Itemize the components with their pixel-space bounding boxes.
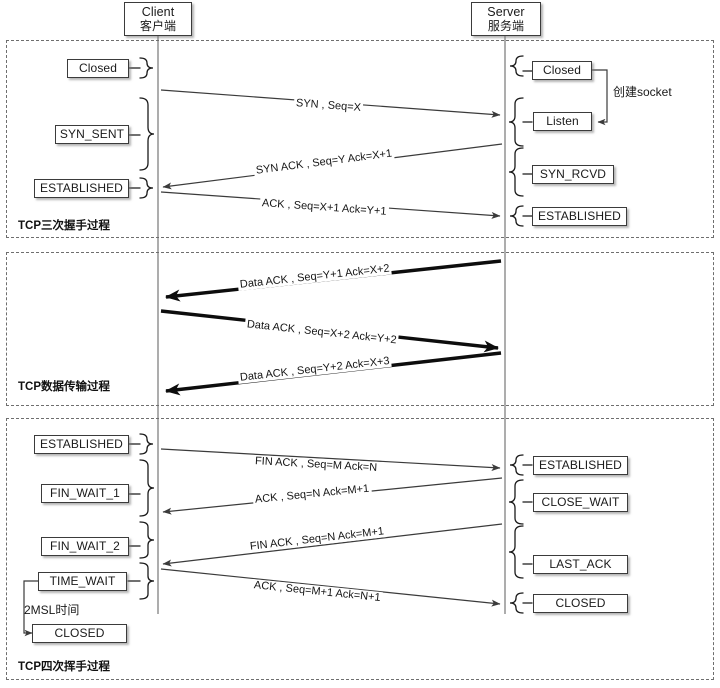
state-box-client-fin-wait-2: FIN_WAIT_2 (41, 537, 129, 556)
note-text: 创建socket (613, 85, 672, 99)
note-create-socket: 创建socket (613, 83, 672, 100)
section-frame-data (6, 252, 714, 406)
state-label: LAST_ACK (549, 556, 612, 571)
section-frame-teardown (6, 418, 714, 680)
client-brace-fin-wait-2 (127, 521, 155, 559)
section-label-text: TCP数据传输过程 (18, 381, 110, 393)
state-box-server-established: ESTABLISHED (532, 207, 627, 226)
server-brace-close-wait (508, 479, 533, 525)
state-label: Listen (546, 113, 579, 128)
state-box-server-close-wait: CLOSE_WAIT (533, 493, 628, 512)
state-box-client-syn-sent: SYN_SENT (55, 125, 129, 144)
state-label: ESTABLISHED (539, 457, 622, 472)
client-brace-syn-sent (127, 97, 155, 171)
state-label: ESTABLISHED (40, 436, 123, 451)
section-label-text: TCP三次握手过程 (18, 220, 110, 232)
section-label-teardown: TCP四次挥手过程 (18, 658, 110, 674)
state-box-server-last-ack: LAST_ACK (533, 555, 628, 574)
state-box-server-closed-2: CLOSED (533, 594, 628, 613)
create-socket-connector (592, 69, 608, 126)
state-box-client-established-2: ESTABLISHED (34, 435, 129, 454)
server-brace-syn-rcvd (508, 147, 533, 197)
state-label: CLOSE_WAIT (541, 494, 620, 509)
state-box-server-established-2: ESTABLISHED (533, 456, 628, 475)
section-label-handshake: TCP三次握手过程 (18, 217, 110, 233)
client-title-cn: 客户端 (139, 18, 177, 33)
state-box-client-fin-wait-1: FIN_WAIT_1 (41, 484, 129, 503)
server-brace-last-ack (508, 525, 533, 579)
server-header-box: Server 服务端 (471, 2, 541, 36)
state-label: Closed (543, 62, 581, 77)
state-label: ESTABLISHED (538, 208, 621, 223)
server-title-cn: 服务端 (487, 18, 525, 33)
server-brace-established (509, 205, 533, 227)
state-label: TIME_WAIT (49, 573, 116, 588)
msl-connector (23, 580, 38, 637)
state-label: ESTABLISHED (40, 180, 123, 195)
message-arrow-fin-ack-2 (162, 523, 503, 567)
client-title-en: Client (141, 5, 175, 20)
note-2msl: 2MSL时间 (24, 601, 79, 618)
client-brace-time-wait (127, 562, 155, 600)
state-box-server-closed: Closed (532, 61, 592, 80)
client-brace-established (127, 177, 154, 199)
state-box-client-closed: Closed (67, 59, 129, 78)
state-label: FIN_WAIT_2 (50, 538, 120, 553)
state-label: SYN_SENT (59, 126, 125, 141)
state-label: Closed (79, 60, 117, 75)
client-brace-fin-wait-1 (127, 459, 155, 517)
section-label-data: TCP数据传输过程 (18, 378, 110, 394)
server-brace-listen (508, 97, 533, 147)
server-brace-closed (509, 55, 533, 77)
state-label: FIN_WAIT_1 (50, 485, 120, 500)
state-box-client-closed-2: CLOSED (32, 624, 127, 643)
state-box-client-time-wait: TIME_WAIT (38, 572, 127, 591)
server-brace-established-2 (509, 454, 533, 476)
state-box-server-listen: Listen (533, 112, 592, 131)
client-header-box: Client 客户端 (124, 2, 192, 36)
state-label: CLOSED (555, 595, 606, 610)
server-brace-closed-2 (509, 592, 533, 614)
client-brace-closed (127, 57, 154, 79)
state-label: CLOSED (54, 625, 105, 640)
state-box-server-syn-rcvd: SYN_RCVD (532, 165, 614, 184)
server-title-en: Server (487, 5, 525, 20)
section-frame-handshake (6, 40, 714, 238)
state-label: SYN_RCVD (539, 166, 607, 181)
section-label-text: TCP四次挥手过程 (18, 661, 110, 673)
note-text: 2MSL时间 (24, 603, 80, 617)
state-box-client-established: ESTABLISHED (34, 179, 129, 198)
client-brace-established-2 (127, 433, 154, 455)
